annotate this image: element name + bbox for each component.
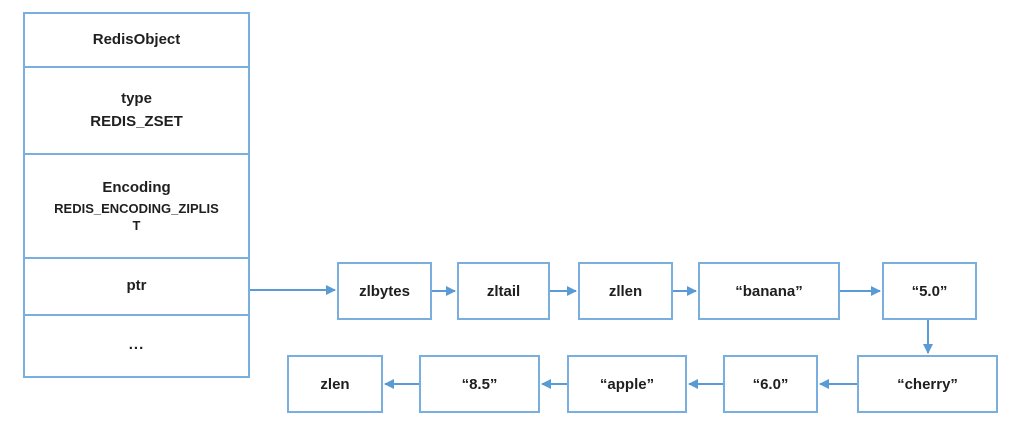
node-6-0: “6.0” bbox=[723, 355, 818, 413]
struct-row-title: Encoding bbox=[102, 179, 171, 197]
node-5-0: “5.0” bbox=[882, 262, 977, 320]
node-label: “apple” bbox=[599, 375, 655, 393]
node-apple: “apple” bbox=[567, 355, 687, 413]
node-label: “5.0” bbox=[911, 282, 948, 300]
node-label: zlen bbox=[320, 375, 350, 393]
node-label: “cherry” bbox=[897, 375, 958, 393]
node-banana: “banana” bbox=[698, 262, 840, 320]
node-label: “8.5” bbox=[461, 375, 498, 393]
struct-row-title: ptr bbox=[126, 277, 147, 295]
node-zllen: zllen bbox=[578, 262, 673, 320]
struct-row-encoding: Encoding REDIS_ENCODING_ZIPLIST bbox=[25, 155, 248, 259]
struct-row-title: ... bbox=[128, 335, 145, 353]
node-label: “banana” bbox=[735, 282, 803, 300]
struct-row-title: type bbox=[121, 90, 152, 107]
node-label: zlbytes bbox=[359, 282, 410, 300]
redis-object-struct: RedisObject type REDIS_ZSET Encoding RED… bbox=[23, 12, 250, 378]
node-zlen: zlen bbox=[287, 355, 383, 413]
node-zltail: zltail bbox=[457, 262, 550, 320]
node-label: zllen bbox=[608, 282, 643, 300]
struct-row-redisobject: RedisObject bbox=[25, 14, 248, 68]
struct-row-value: REDIS_ENCODING_ZIPLIST bbox=[54, 200, 219, 234]
node-zlbytes: zlbytes bbox=[337, 262, 432, 320]
node-cherry: “cherry” bbox=[857, 355, 998, 413]
struct-row-title: RedisObject bbox=[92, 30, 181, 48]
struct-row-value: REDIS_ZSET bbox=[90, 112, 183, 130]
node-8-5: “8.5” bbox=[419, 355, 540, 413]
struct-row-ptr: ptr bbox=[25, 259, 248, 316]
struct-row-type: type REDIS_ZSET bbox=[25, 68, 248, 155]
struct-row-ellipsis: ... bbox=[25, 316, 248, 374]
node-label: “6.0” bbox=[752, 375, 789, 393]
node-label: zltail bbox=[486, 282, 521, 300]
